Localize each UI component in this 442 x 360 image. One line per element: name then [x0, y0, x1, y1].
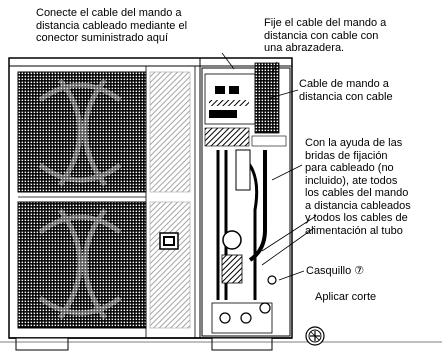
callout-line: los cables del mando: [305, 187, 409, 199]
unit-handle-icon: [159, 232, 179, 250]
callout-cut: Aplicar corte: [315, 291, 377, 303]
callout-line: y todos los cables de: [305, 212, 408, 224]
callout-line: bridas de fijación: [305, 149, 388, 162]
fan-grille-lower: [17, 201, 147, 329]
callout-line: conector suministrado aquí: [36, 32, 169, 44]
service-compartment: [201, 62, 291, 337]
callout-line: alimentación al tubo: [305, 224, 403, 237]
callout-line: para cableado (no: [305, 162, 394, 174]
fan-grille-upper: [17, 71, 147, 193]
side-panel-grilles: [18, 66, 191, 338]
callout-line: Con la ayuda de las: [305, 137, 403, 149]
callout-line: a distancia cableados: [305, 199, 411, 212]
callout-line: una abrazadera.: [264, 42, 345, 54]
callout-bushing: Casquillo ⑦: [306, 265, 365, 277]
callout-line: Fije el cable del mando a: [264, 17, 387, 29]
leader-lines: [221, 52, 317, 281]
callout-line: Conecte el cable del mando a: [36, 7, 182, 19]
callout-remote-cable: Cable de mando a distancia con cable: [299, 78, 393, 103]
callout-line: distancia cableado mediante el: [36, 19, 188, 32]
callout-line: distancia con cable: [299, 90, 393, 103]
callout-line: Cable de mando a: [299, 78, 389, 90]
callout-line: distancia con cable con: [264, 29, 379, 42]
callout-connector: Conecte el cable del mando a distancia c…: [36, 7, 187, 45]
callout-fix-cable: Fije el cable del mando a distancia con …: [264, 17, 386, 55]
callout-line: incluido), ate todos: [305, 174, 398, 187]
callout-tie-wraps: Con la ayuda de las bridas de fijación p…: [305, 137, 411, 237]
bushing-icon: [305, 326, 325, 346]
